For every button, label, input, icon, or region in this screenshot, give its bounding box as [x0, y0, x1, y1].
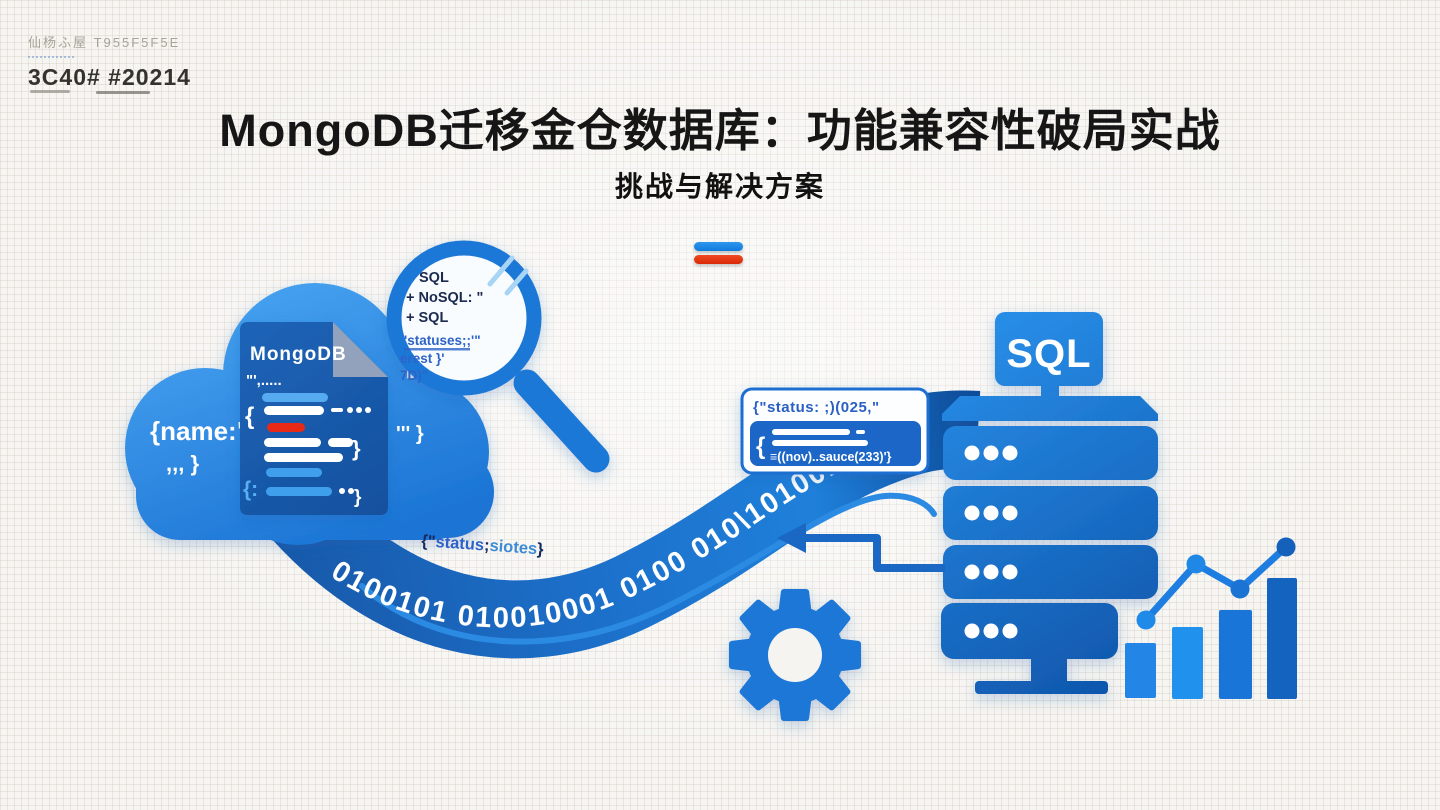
equals-icon [694, 242, 743, 264]
arrow-head [777, 523, 806, 553]
magnifier-lens [386, 240, 542, 396]
code-dot [348, 488, 354, 494]
gear-hole [768, 628, 822, 682]
code-line-bar [772, 440, 868, 446]
lens-text-line2: + NoSQL: " [406, 290, 483, 306]
lens-text-line6: 7D)" [400, 368, 428, 383]
document-folded-corner [333, 322, 388, 377]
code-line-bar [266, 487, 332, 496]
code-line-bar [328, 438, 353, 447]
chart-bar [1172, 627, 1203, 699]
document-close-brace2: } [354, 487, 362, 508]
lens-text-line3: + SQL [406, 310, 448, 326]
server-stand [1031, 657, 1067, 683]
lens-glare [504, 268, 529, 296]
page-subtitle: 挑战与解决方案 [614, 171, 825, 202]
lens-text-underline [404, 348, 470, 351]
snippet-brace: { [756, 433, 765, 460]
feedback-arrow [777, 523, 945, 572]
server-top-cap [942, 396, 1158, 421]
watermark: 仙杨ふ屋 T955F5F5E 3C40# #20214 [28, 32, 191, 94]
sql-server-stack: SQL [941, 312, 1158, 694]
code-dot [347, 407, 353, 413]
equals-red-bar [694, 255, 743, 264]
code-line-bar [262, 393, 328, 402]
lens-text-line1: SQL [419, 270, 449, 286]
trend-point [1136, 610, 1156, 630]
rack-led-dots [964, 445, 1018, 639]
watermark-underline-bar [30, 90, 70, 93]
svg-text:{"status;siotes}: {"status;siotes} [421, 532, 545, 559]
code-dash [856, 430, 865, 434]
ribbon-accent-line [359, 492, 937, 645]
magnifier: SQL + NoSQL: " + SQL 'statuses;;'" erest… [386, 240, 610, 473]
chart-bar [1267, 578, 1297, 699]
sql-sign [995, 312, 1103, 386]
lens-text-line4: 'statuses;;'" [404, 333, 481, 348]
page-title: MongoDB迁移金仓数据库：功能兼容性破局实战 [219, 105, 1221, 156]
code-snippet-box: {"status: ;)(025," { ≡((nov)..sauce(233)… [740, 387, 930, 475]
server-rack-unit [943, 486, 1158, 540]
code-dot [339, 488, 345, 494]
code-line-bar [266, 468, 322, 477]
status-label-close: } [536, 540, 544, 558]
cloud-name-label: {name:" [150, 416, 249, 446]
code-line-bar [772, 429, 850, 435]
code-dot [365, 407, 371, 413]
document-title: MongoDB [250, 344, 347, 365]
watermark-line1: 仙杨ふ屋 T955F5F5E [28, 35, 181, 50]
code-line-bar [264, 438, 321, 447]
trend-point [1186, 554, 1206, 574]
mongodb-document: MongoDB "',..... { } {: } [240, 322, 388, 515]
document-code-line1: "',..... [246, 372, 282, 389]
lens-glare [487, 255, 515, 287]
server-rack-unit [943, 426, 1158, 480]
server-rack-unit [943, 545, 1158, 599]
sql-sign-label: SQL [1006, 332, 1091, 376]
watermark-line2: 3C40# #20214 [28, 64, 191, 90]
status-label-word2: siotes [489, 537, 538, 558]
watermark-underline-bar [96, 91, 150, 94]
document-open-brace: { [245, 403, 254, 430]
document-open-brace2: {: [243, 478, 258, 501]
server-base [975, 681, 1108, 694]
watermark-underline-squiggle [28, 53, 74, 58]
lens-text-line5: erest }' [400, 351, 445, 366]
trend-point [1230, 579, 1250, 599]
snippet-line1: {"status: ;)(025," [753, 399, 880, 416]
gear-icon [729, 589, 861, 721]
code-line-bar-red [267, 423, 305, 432]
code-line-bar [264, 453, 343, 462]
snippet-line2: ≡((nov)..sauce(233)'} [770, 450, 892, 464]
ribbon-status-label: {"status;siotes} [421, 532, 545, 559]
cloud-right-marks: ''' } [396, 423, 424, 445]
equals-blue-bar [694, 242, 743, 251]
code-dot [356, 407, 362, 413]
sign-neck [1041, 384, 1059, 398]
status-label-sep: ; [483, 536, 490, 554]
chart-bar [1125, 643, 1156, 698]
document-close-brace: } [352, 436, 361, 461]
status-label-open: {" [421, 532, 436, 551]
status-label-word1: status [435, 533, 485, 554]
magnifier-handle [513, 369, 610, 473]
trend-line [1142, 543, 1290, 624]
growth-chart [1125, 537, 1297, 699]
server-rack-unit [941, 603, 1118, 659]
arrow-line [804, 534, 945, 572]
cloud-left-marks: ,,, } [166, 451, 199, 476]
code-dash [331, 408, 343, 412]
trend-point [1276, 537, 1296, 557]
chart-bar [1219, 610, 1252, 699]
code-line-bar [264, 406, 324, 415]
